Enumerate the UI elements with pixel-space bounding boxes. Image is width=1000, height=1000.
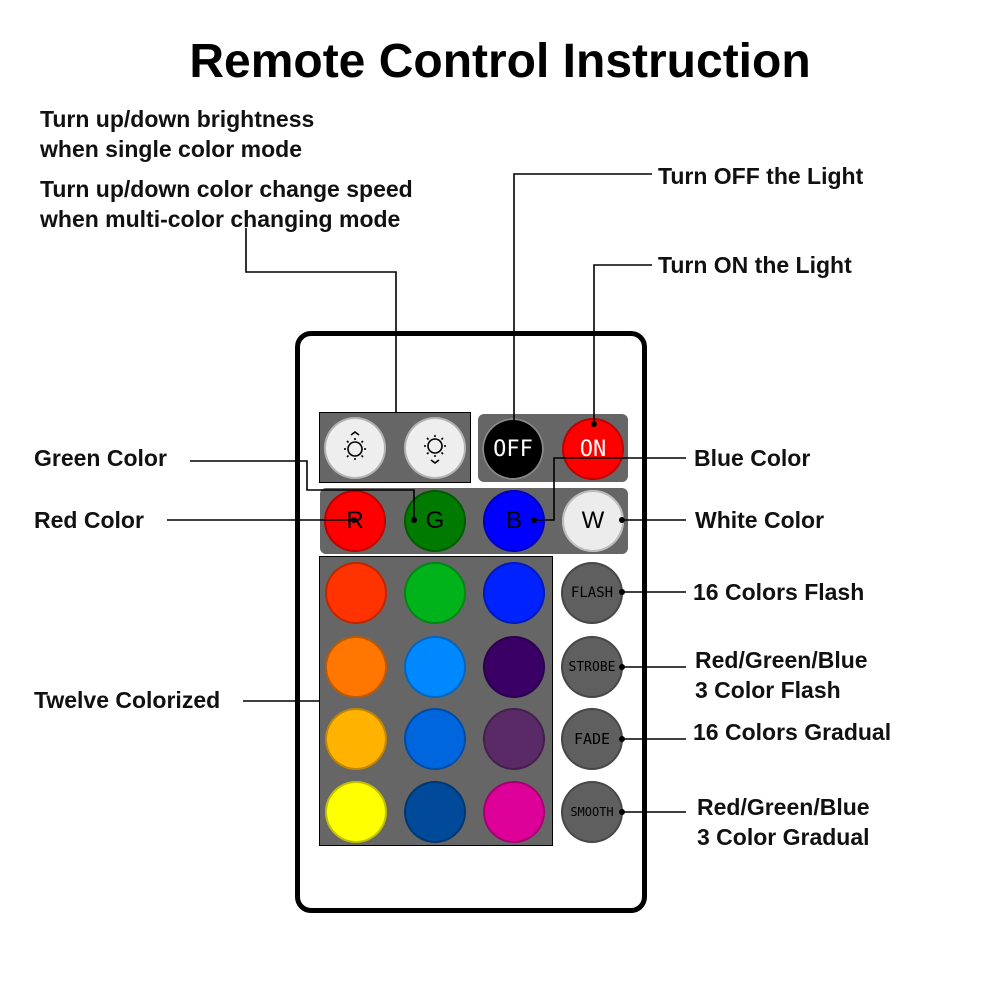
brightness-up-button[interactable] [324, 417, 386, 479]
color-button-6[interactable] [483, 636, 545, 698]
label-turn-off: Turn OFF the Light [658, 163, 864, 189]
color-button-5[interactable] [404, 636, 466, 698]
dot-white [619, 517, 625, 523]
label-twelve: Twelve Colorized [34, 687, 221, 713]
label-speed-line2: when multi-color changing mode [40, 206, 401, 232]
label-brightness-line1: Turn up/down brightness [40, 106, 315, 132]
label-flash: 16 Colors Flash [693, 579, 865, 605]
label-speed: Turn up/down color change speed when mul… [40, 174, 413, 234]
color-button-11[interactable] [404, 781, 466, 843]
fade-button[interactable]: FADE [561, 708, 623, 770]
color-button-10[interactable] [325, 781, 387, 843]
color-button-1[interactable] [325, 562, 387, 624]
off-button[interactable]: OFF [482, 418, 544, 480]
leader-off [513, 173, 652, 424]
brightness-down-button[interactable] [404, 417, 466, 479]
dot-flash [619, 589, 625, 595]
brightness-up-icon [344, 431, 366, 460]
label-strobe: Red/Green/Blue 3 Color Flash [695, 645, 868, 705]
label-strobe-line1: Red/Green/Blue [695, 647, 868, 673]
color-button-7[interactable] [325, 708, 387, 770]
label-strobe-line2: 3 Color Flash [695, 677, 841, 703]
color-button-3[interactable] [483, 562, 545, 624]
label-turn-on: Turn ON the Light [658, 252, 852, 278]
dot-on [591, 421, 597, 427]
label-red: Red Color [34, 507, 144, 533]
leader-brightness [245, 228, 397, 412]
dot-red [351, 517, 357, 523]
dot-green [411, 517, 417, 523]
label-smooth-line1: Red/Green/Blue [697, 794, 870, 820]
leader-green [190, 460, 415, 520]
label-smooth-line2: 3 Color Gradual [697, 824, 870, 850]
strobe-button[interactable]: STROBE [561, 636, 623, 698]
label-green: Green Color [34, 445, 167, 471]
label-brightness-line2: when single color mode [40, 136, 302, 162]
color-button-2[interactable] [404, 562, 466, 624]
label-smooth: Red/Green/Blue 3 Color Gradual [697, 792, 870, 852]
dot-strobe [619, 664, 625, 670]
color-button-4[interactable] [325, 636, 387, 698]
leader-on [593, 264, 652, 424]
color-button-8[interactable] [404, 708, 466, 770]
label-brightness: Turn up/down brightness when single colo… [40, 104, 314, 164]
dot-smooth [619, 809, 625, 815]
label-fade: 16 Colors Gradual [693, 719, 892, 745]
dot-off [511, 421, 517, 427]
color-button-9[interactable] [483, 708, 545, 770]
smooth-button[interactable]: SMOOTH [561, 781, 623, 843]
white-button[interactable]: W [562, 490, 624, 552]
color-button-12[interactable] [483, 781, 545, 843]
label-blue: Blue Color [694, 445, 811, 471]
page-title: Remote Control Instruction [189, 35, 811, 88]
dot-fade [619, 736, 625, 742]
dot-blue [531, 517, 537, 523]
label-speed-line1: Turn up/down color change speed [40, 176, 413, 202]
label-white: White Color [695, 507, 825, 533]
brightness-down-icon [424, 435, 446, 464]
leader-blue [534, 457, 686, 521]
flash-button[interactable]: FLASH [561, 562, 623, 624]
